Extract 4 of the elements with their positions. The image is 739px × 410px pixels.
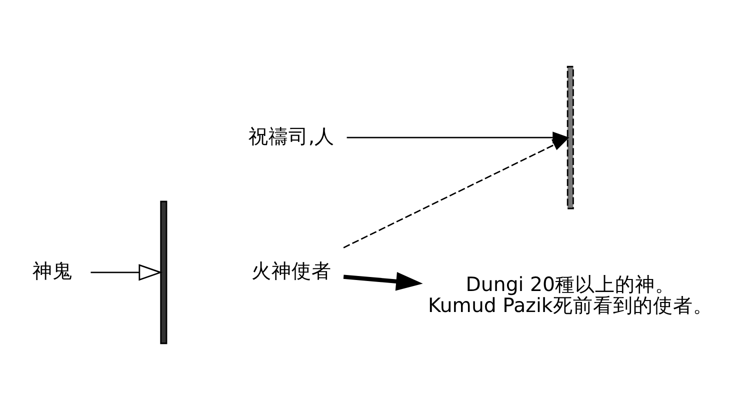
node-text: 火神使者 xyxy=(252,260,332,283)
node-text: 神鬼 xyxy=(32,260,73,283)
node-text: Dungi 20種以上的神。 Kumud Pazik死前看到的使者。 xyxy=(428,272,713,318)
node-text: 祝禱司,人 xyxy=(248,124,335,148)
